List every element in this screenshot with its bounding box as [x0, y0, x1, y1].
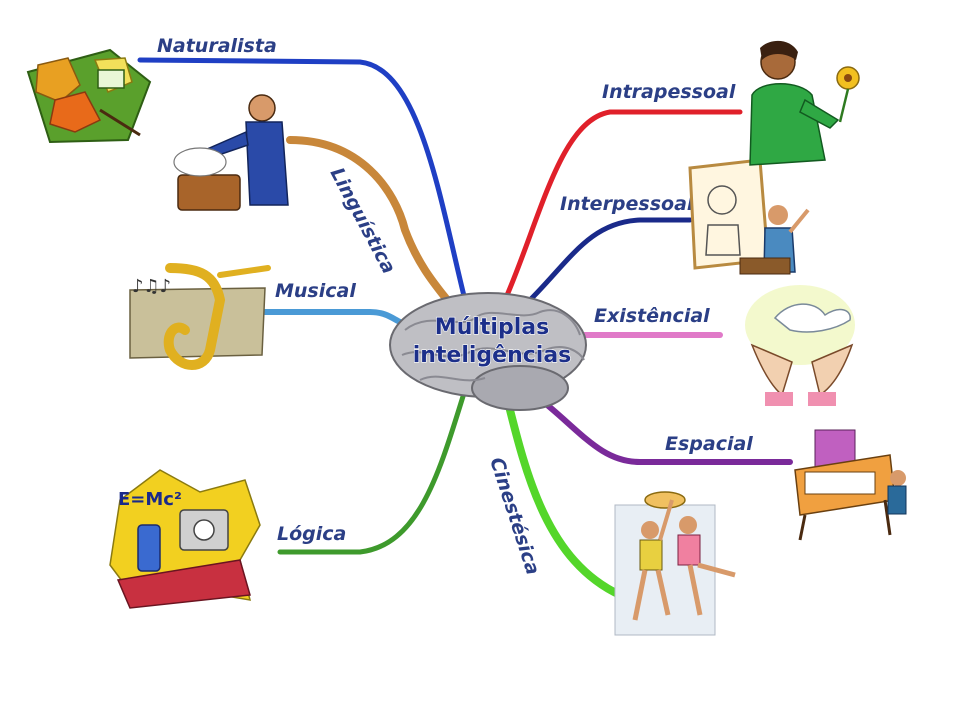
dove-hands-icon	[745, 285, 855, 406]
branch-linguistica-line	[286, 136, 459, 314]
center-brain: Múltiplas inteligências	[389, 292, 587, 411]
label-cinestesica: Cinestésica	[485, 455, 544, 578]
dancers-icon	[614, 491, 736, 636]
branch-interpessoal-line	[527, 217, 693, 303]
label-musical: Musical	[275, 280, 356, 302]
woman-flower-icon	[749, 40, 860, 166]
label-intrapessoal: Intrapessoal	[602, 81, 736, 103]
center-title-line1: Múltiplas	[435, 315, 549, 340]
branch-naturalista-line	[137, 57, 468, 303]
svg-text:E=Mc²: E=Mc²	[118, 489, 182, 510]
speaker-at-podium-icon	[173, 94, 289, 211]
label-espacial: Espacial	[665, 433, 753, 455]
branch-espacial-line	[532, 392, 793, 465]
label-existencial: Existêncial	[594, 305, 710, 327]
label-logica: Lógica	[277, 523, 346, 545]
branch-cinestesica-line	[501, 386, 624, 599]
architect-desk-icon	[794, 429, 907, 541]
branch-logica-line	[277, 387, 468, 555]
label-naturalista: Naturalista	[157, 35, 277, 57]
science-equation-icon: E=Mc²	[109, 469, 261, 609]
center-title-line2: inteligências	[413, 343, 572, 368]
label-interpessoal: Interpessoal	[560, 193, 694, 215]
branch-intrapessoal-line	[502, 109, 743, 303]
svg-text:♪♫♪: ♪♫♪	[132, 276, 171, 297]
saxophone-icon: ♪♫♪	[129, 263, 271, 370]
branch-musical-line	[259, 309, 403, 325]
presenter-board-icon	[688, 158, 810, 275]
autumn-leaves-icon	[26, 48, 152, 144]
label-linguistica: Linguística	[326, 164, 400, 277]
